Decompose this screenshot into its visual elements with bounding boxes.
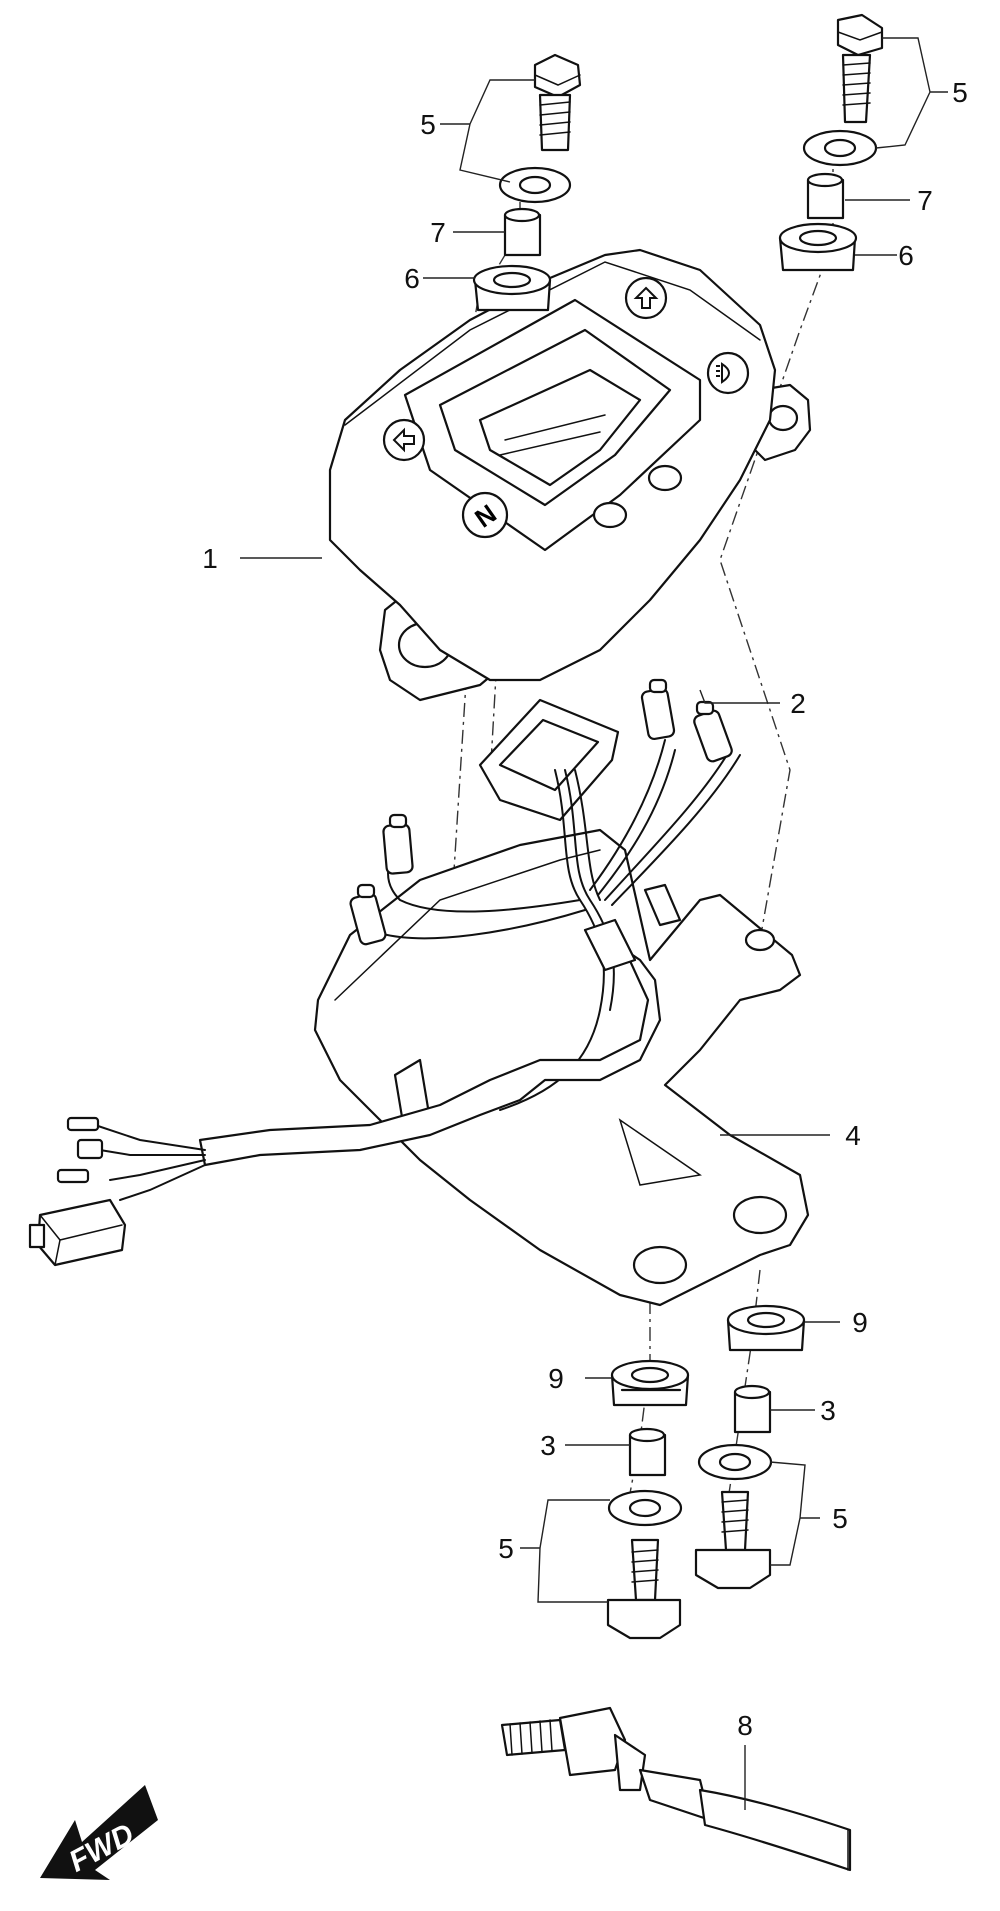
callout-7: 7 (917, 185, 933, 216)
callout-3: 3 (540, 1430, 556, 1461)
callout-4: 4 (845, 1120, 861, 1151)
neutral-indicator (461, 491, 509, 539)
left-turn-indicator (382, 418, 426, 462)
bulb-socket (640, 678, 676, 741)
bottom-left-hardware (606, 1359, 690, 1640)
bottom-right-hardware (694, 1304, 806, 1590)
callout-6: 6 (898, 240, 914, 271)
callout-3: 3 (820, 1395, 836, 1426)
right-turn-indicator (624, 276, 668, 320)
top-right-hardware (778, 13, 884, 272)
callout-5: 5 (832, 1503, 848, 1534)
bulb-socket (382, 813, 414, 875)
headlight-icon (721, 362, 730, 384)
callout-5: 5 (420, 109, 436, 140)
arrow-icon (40, 1785, 158, 1880)
callout-6: 6 (404, 263, 420, 294)
speedometer-cable (500, 1706, 852, 1872)
callout-1: 1 (202, 543, 218, 574)
wire-harness (28, 678, 741, 1267)
arrow-up-icon (633, 286, 659, 309)
top-left-hardware (472, 53, 582, 312)
bulb-socket (349, 883, 387, 946)
forward-direction-arrow: FWD (40, 1785, 158, 1880)
callout-7: 7 (430, 217, 446, 248)
callout-8: 8 (737, 1710, 753, 1741)
callout-9: 9 (548, 1363, 564, 1394)
meter-assembly: N (328, 248, 812, 702)
callout-2: 2 (790, 688, 806, 719)
callout-5: 5 (498, 1533, 514, 1564)
leader-lines (240, 37, 948, 1810)
bulb-socket (693, 700, 733, 763)
callout-5: 5 (952, 77, 968, 108)
arrow-left-icon (392, 427, 415, 453)
callout-numbers: 5 7 6 5 7 6 1 2 4 9 9 3 3 5 5 8 (202, 77, 968, 1741)
callout-9: 9 (852, 1307, 868, 1338)
